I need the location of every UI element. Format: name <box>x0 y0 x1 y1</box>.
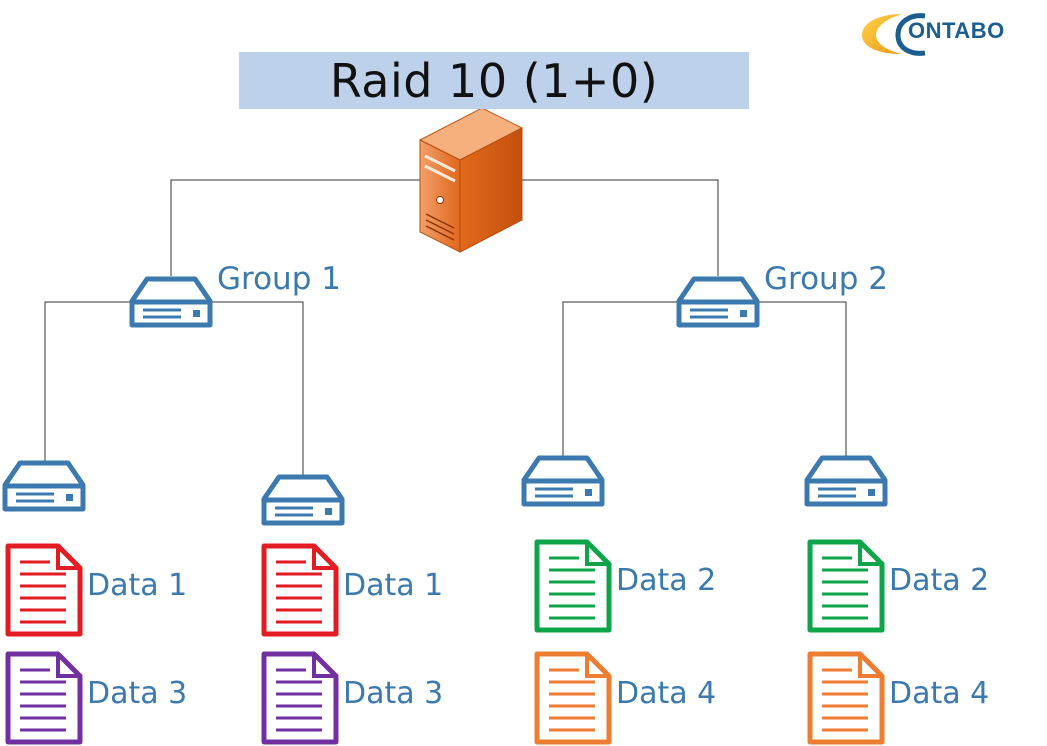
disk1-file1-label: Data 1 <box>87 568 188 603</box>
document-icon <box>5 651 83 745</box>
group2-label: Group 2 <box>764 261 888 297</box>
connector-group2-disk4 <box>758 301 847 457</box>
title-banner: Raid 10 (1+0) <box>239 52 749 109</box>
connector-server-group2 <box>522 179 719 276</box>
document-icon <box>807 651 885 745</box>
disk4-file1-label: Data 2 <box>889 563 990 598</box>
document-icon <box>534 539 612 633</box>
disk2-file2-label: Data 3 <box>343 676 444 711</box>
contabo-c-logo <box>862 13 926 56</box>
disk4-drive-icon <box>807 458 885 504</box>
disk3-file2-label: Data 4 <box>616 676 717 711</box>
document-icon <box>534 651 612 745</box>
file-icons <box>5 539 885 745</box>
document-icon <box>261 651 339 745</box>
disk1-file2-label: Data 3 <box>87 676 188 711</box>
connector-group2-disk3 <box>562 301 678 457</box>
group1-label: Group 1 <box>217 261 341 297</box>
connector-server-group1 <box>170 179 420 276</box>
disk4-file2-label: Data 4 <box>889 676 990 711</box>
logo-text: ONTABO <box>908 18 1005 43</box>
disk2-file1-label: Data 1 <box>343 568 444 603</box>
connector-lines <box>44 179 847 475</box>
document-icon <box>5 543 83 637</box>
disk1-drive-icon <box>5 463 83 509</box>
server-tower-icon <box>418 107 524 253</box>
page-title: Raid 10 (1+0) <box>329 53 659 108</box>
disk3-drive-icon <box>524 458 602 504</box>
document-icon <box>807 539 885 633</box>
connector-group1-disk1 <box>44 301 130 462</box>
connector-group1-disk2 <box>210 301 304 475</box>
group1-drive-icon <box>132 279 210 325</box>
disk3-file1-label: Data 2 <box>616 563 717 598</box>
disk2-drive-icon <box>264 477 342 523</box>
group2-drive-icon <box>679 279 757 325</box>
document-icon <box>261 543 339 637</box>
